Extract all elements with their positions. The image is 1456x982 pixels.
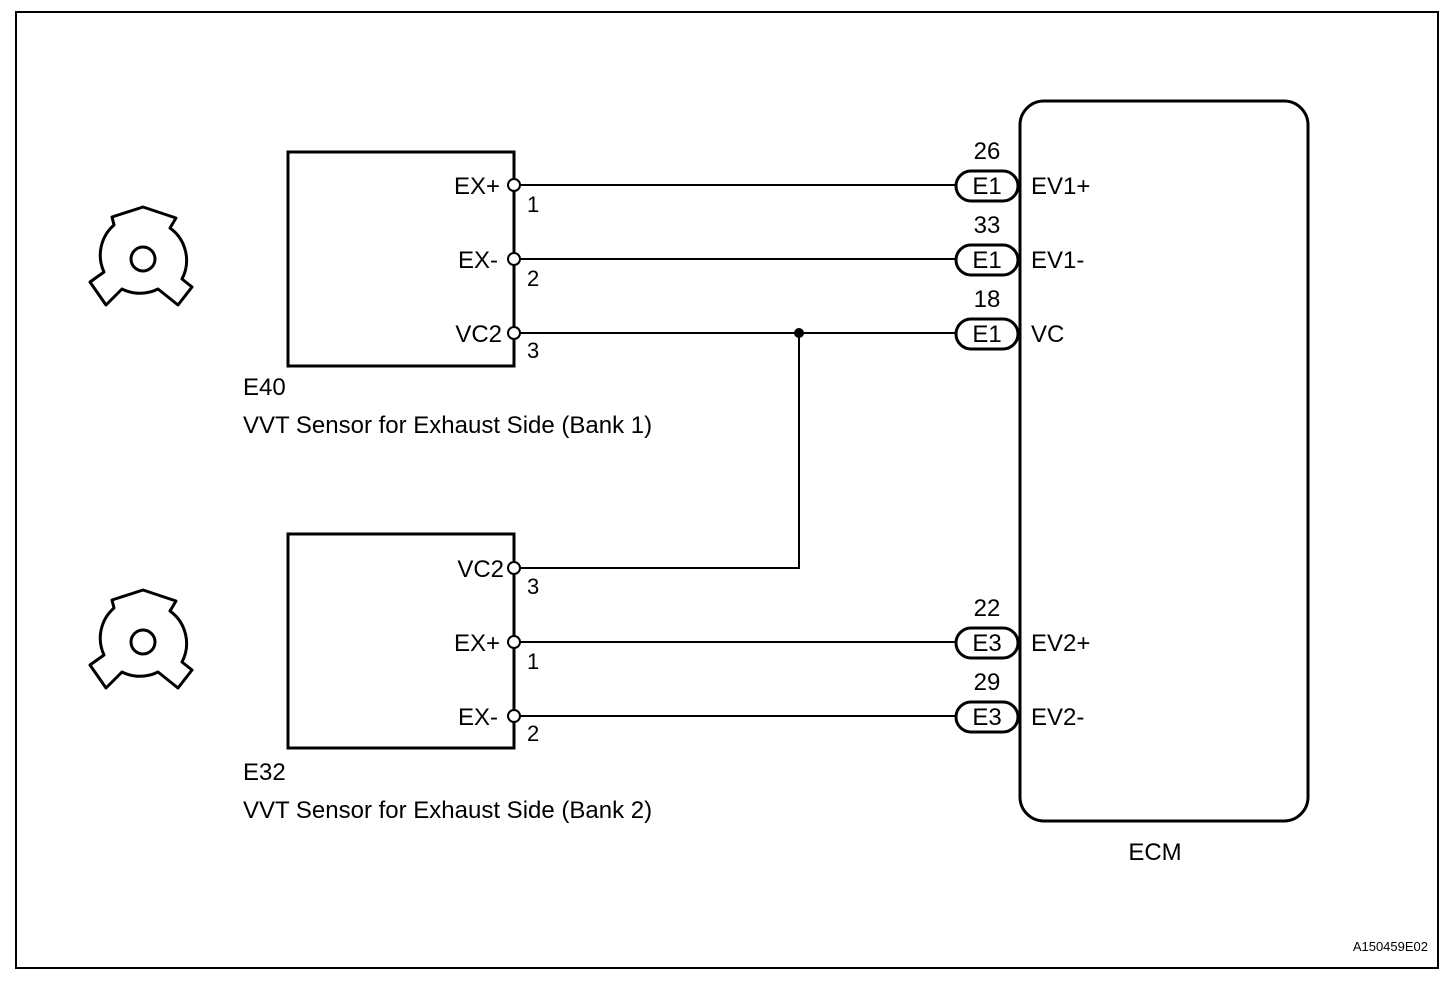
ecm-signal: EV1+ [1031,173,1090,200]
figure-id: A150459E02 [1353,939,1428,954]
ecm-signal: EV1- [1031,247,1084,274]
ecm-connector-code: E1 [972,173,1001,200]
ecm-connector-code: E1 [972,247,1001,274]
ecm-label: ECM [1128,839,1181,866]
e32-name: VVT Sensor for Exhaust Side (Bank 2) [243,797,652,824]
e40-pin-number: 1 [527,192,539,217]
splice-point [794,328,804,338]
e40-pin-label: VC2 [455,321,502,348]
e32-pin-number: 1 [527,649,539,674]
wires [520,184,956,717]
ecm-pin-number: 22 [974,595,1001,622]
e32-pin-label: VC2 [457,556,504,583]
timing-rotor-icon-bank2 [88,588,194,690]
e40-name: VVT Sensor for Exhaust Side (Bank 1) [243,412,652,439]
ecm-signal: VC [1031,321,1064,348]
e32-pin-label: EX- [458,704,498,731]
e40-pin-label: EX- [458,247,498,274]
e40-pin-number: 3 [527,338,539,363]
ecm-pin-number: 26 [974,138,1001,165]
e40-pin-number: 2 [527,266,539,291]
ecm-pin-number: 18 [974,286,1001,313]
ecm-pin-number: 29 [974,669,1001,696]
diagram-frame [15,11,1439,969]
e40-code: E40 [243,374,286,401]
ecm-connector-code: E3 [972,630,1001,657]
e32-pin-number: 3 [527,574,539,599]
ecm-connectors [954,169,1020,734]
ecm-connector-code: E1 [972,321,1001,348]
ecm-pin-number: 33 [974,212,1001,239]
ecm-connector-code: E3 [972,704,1001,731]
e32-pin-number: 2 [527,721,539,746]
sensor-terminals [507,178,521,723]
timing-rotor-icon-bank1 [88,205,194,307]
e40-pin-label: EX+ [454,173,500,200]
ecm-box [1018,99,1310,823]
ecm-signal: EV2- [1031,704,1084,731]
wire-vc-branch [520,333,800,569]
e32-code: E32 [243,759,286,786]
ecm-signal: EV2+ [1031,630,1090,657]
e32-pin-label: EX+ [454,630,500,657]
